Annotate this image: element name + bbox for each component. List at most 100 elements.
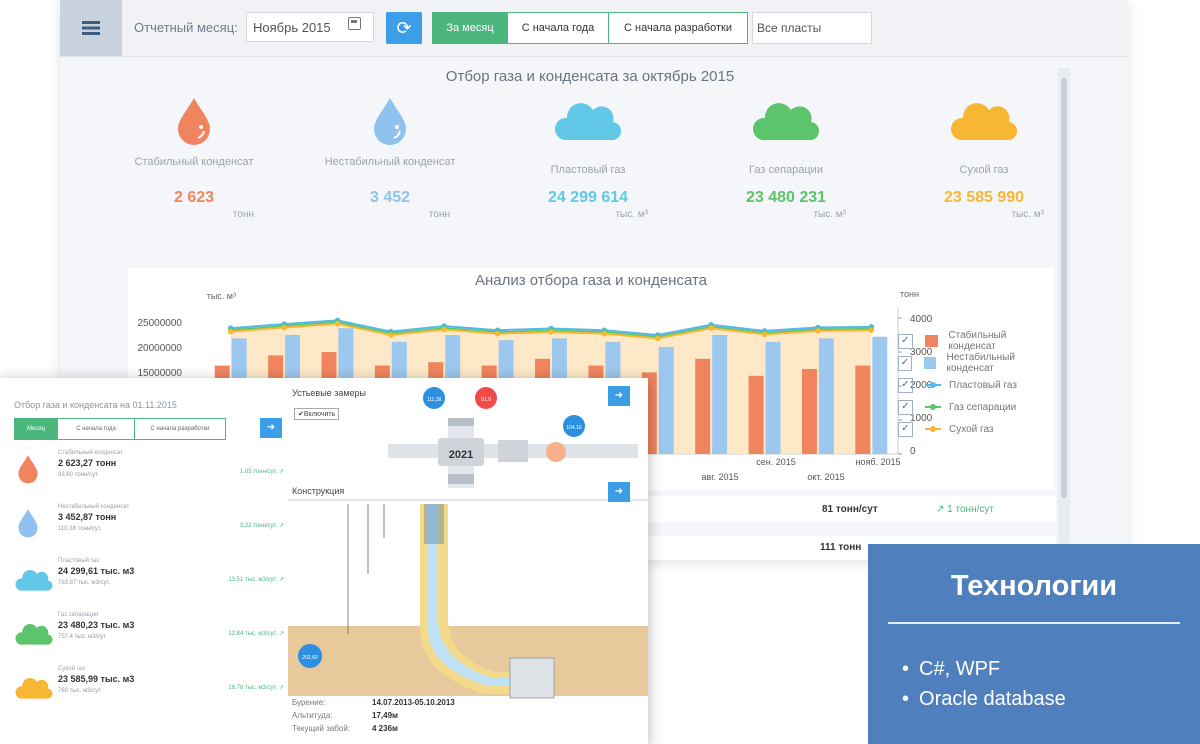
check-icon: ✔ bbox=[298, 411, 304, 418]
overlay-tab-year[interactable]: С начала года bbox=[57, 418, 135, 440]
bar-unstable-condensate bbox=[818, 338, 834, 454]
refresh-button[interactable]: ⟳ bbox=[386, 12, 422, 44]
period-tab-year[interactable]: С начала года bbox=[507, 12, 609, 44]
main-window: Отчетный месяц: Ноябрь 2015 ⟳ За месяц С… bbox=[60, 0, 1128, 560]
check-icon[interactable]: ✓ bbox=[898, 355, 912, 371]
layers-select[interactable]: Все пласты bbox=[752, 12, 872, 44]
overlay-item: Газ сепарации 23 480,23 тыс. м3 757,4 ты… bbox=[14, 612, 284, 645]
tech-list: C#, WPF Oracle database bbox=[902, 654, 1066, 714]
well-diagram-panel: Устьевые замеры ➜ ✔Включить 2021 111,38 … bbox=[288, 378, 648, 744]
series-point bbox=[281, 324, 287, 331]
trend-up-icon: ↗ bbox=[936, 504, 948, 515]
legend-item[interactable]: ✓ Нестабильный конденсат bbox=[898, 352, 1054, 374]
menu-button[interactable] bbox=[60, 0, 122, 56]
hamburger-icon bbox=[82, 21, 100, 35]
bar-unstable-condensate bbox=[765, 341, 781, 454]
valve[interactable] bbox=[448, 474, 474, 484]
summary-label: Нестабильный конденсат bbox=[324, 156, 456, 168]
cloud-icon bbox=[554, 103, 622, 141]
legend-label: Стабильный конденсат bbox=[948, 330, 1007, 352]
row-value: 81 тонн/сут bbox=[822, 504, 878, 515]
cloud-icon bbox=[15, 624, 53, 645]
legend-item[interactable]: ✓Сухой газ bbox=[898, 418, 1054, 440]
summary-item-separation-gas: Газ сепарации 23 480 231 тыс. м³ bbox=[716, 96, 856, 220]
summary-unit: тыс. м³ bbox=[1011, 209, 1044, 220]
bar-stable-condensate bbox=[695, 358, 711, 454]
series-point bbox=[868, 327, 875, 334]
series-point bbox=[334, 320, 341, 327]
drop-icon bbox=[178, 98, 210, 145]
legend-swatch bbox=[924, 335, 939, 347]
valve[interactable] bbox=[448, 418, 474, 426]
pressure-bubble[interactable] bbox=[563, 415, 585, 437]
y-right-tick: 1000 bbox=[910, 413, 933, 424]
casing-inner bbox=[428, 504, 518, 686]
overlay-tab-development[interactable]: С начала разработки bbox=[134, 418, 226, 440]
cloud-icon bbox=[15, 570, 53, 591]
overlay-item-label: Сухой газ bbox=[58, 666, 85, 672]
summary-title: Отбор газа и конденсата за октябрь 2015 bbox=[445, 68, 735, 85]
series-point bbox=[548, 329, 554, 335]
technology-panel: Технологии C#, WPF Oracle database bbox=[868, 544, 1200, 744]
legend-item[interactable]: ✓Пластовый газ bbox=[898, 374, 1054, 396]
series-point bbox=[601, 330, 608, 337]
arrow-right-icon[interactable]: ➜ bbox=[260, 418, 282, 438]
table-row: 81 тонн/сут ↗ 1 тонн/сут bbox=[626, 496, 1056, 522]
bar-stable-condensate bbox=[748, 375, 764, 454]
summary-unit: тонн bbox=[428, 209, 450, 220]
enable-checkbox[interactable]: ✔Включить bbox=[294, 408, 340, 420]
legend-item[interactable]: ✓ Стабильный конденсат bbox=[898, 330, 1054, 352]
bar-unstable-condensate bbox=[712, 335, 728, 454]
check-icon[interactable]: ✓ bbox=[898, 377, 913, 393]
summary-value: 3 452 bbox=[369, 189, 411, 206]
series-point bbox=[494, 330, 501, 337]
pressure-bubble[interactable] bbox=[298, 644, 322, 668]
tech-item: Oracle database bbox=[902, 684, 1066, 714]
y-right-tick: 2000 bbox=[910, 380, 933, 391]
y-right-label: тонн bbox=[900, 289, 919, 299]
valve[interactable] bbox=[498, 440, 528, 462]
overlay-item-rate: 783,87 тыс. м3/сут. bbox=[58, 580, 111, 586]
overlay-item-delta: 12,84 тыс. м3/сут. ↗ bbox=[228, 631, 284, 637]
wellhead-header: Устьевые замеры bbox=[292, 388, 366, 398]
calendar-icon[interactable] bbox=[348, 17, 361, 30]
summary-unit: тыс. м³ bbox=[615, 209, 648, 220]
summary-value: 23 585 990 bbox=[943, 189, 1025, 206]
check-icon[interactable]: ✓ bbox=[898, 421, 913, 437]
chart-title: Анализ отбора газа и конденсата bbox=[474, 272, 708, 289]
pressure-bubble[interactable] bbox=[423, 387, 445, 409]
summary-unit: тыс. м³ bbox=[813, 209, 846, 220]
choke-valve[interactable] bbox=[546, 442, 566, 462]
toolbar: Отчетный месяц: Ноябрь 2015 ⟳ За месяц С… bbox=[60, 0, 1128, 57]
series-point bbox=[441, 326, 448, 333]
period-tab-development[interactable]: С начала разработки bbox=[608, 12, 748, 44]
summary-item-unstable-condensate: Нестабильный конденсат 3 452 тонн bbox=[320, 96, 460, 220]
overlay-item-rate: 110,38 тонн/сут. bbox=[58, 526, 102, 532]
y-left-tick: 20000000 bbox=[138, 343, 183, 354]
legend-label: Нестабильный конденсат bbox=[946, 352, 1015, 374]
summary-label: Сухой газ bbox=[959, 164, 1009, 176]
construction-header: Конструкция bbox=[292, 486, 344, 496]
row-delta: ↗ 1 тонн/сут bbox=[936, 504, 994, 515]
info-label: Бурение: bbox=[292, 698, 326, 707]
overlay-item-label: Газ сепарации bbox=[58, 612, 99, 618]
overlay-item-delta: 13,51 тыс. м3/сут. ↗ bbox=[228, 577, 284, 583]
tech-item: C#, WPF bbox=[902, 654, 1066, 684]
legend-line bbox=[925, 404, 941, 410]
drop-icon bbox=[374, 98, 406, 145]
check-icon[interactable]: ✓ bbox=[898, 333, 913, 349]
period-tab-month[interactable]: За месяц bbox=[432, 12, 508, 44]
temperature-bubble[interactable] bbox=[475, 387, 497, 409]
series-point bbox=[227, 328, 234, 335]
overlay-item-value: 2 623,27 тонн bbox=[58, 458, 117, 468]
check-icon[interactable]: ✓ bbox=[898, 399, 913, 415]
legend-item[interactable]: ✓Газ сепарации bbox=[898, 396, 1054, 418]
overlay-item-rate: 83,60 тонн/сут. bbox=[58, 472, 99, 478]
legend-line bbox=[925, 382, 941, 388]
scrollbar[interactable] bbox=[1058, 68, 1070, 548]
arrow-right-icon[interactable]: ➜ bbox=[608, 386, 630, 406]
overlay-summary-panel: Отбор газа и конденсата на 01.11.2015 Ме… bbox=[0, 378, 288, 744]
arrow-right-icon[interactable]: ➜ bbox=[608, 482, 630, 502]
overlay-tab-month[interactable]: Месяц bbox=[14, 418, 58, 440]
overlay-item-value: 23 480,23 тыс. м3 bbox=[58, 620, 135, 630]
